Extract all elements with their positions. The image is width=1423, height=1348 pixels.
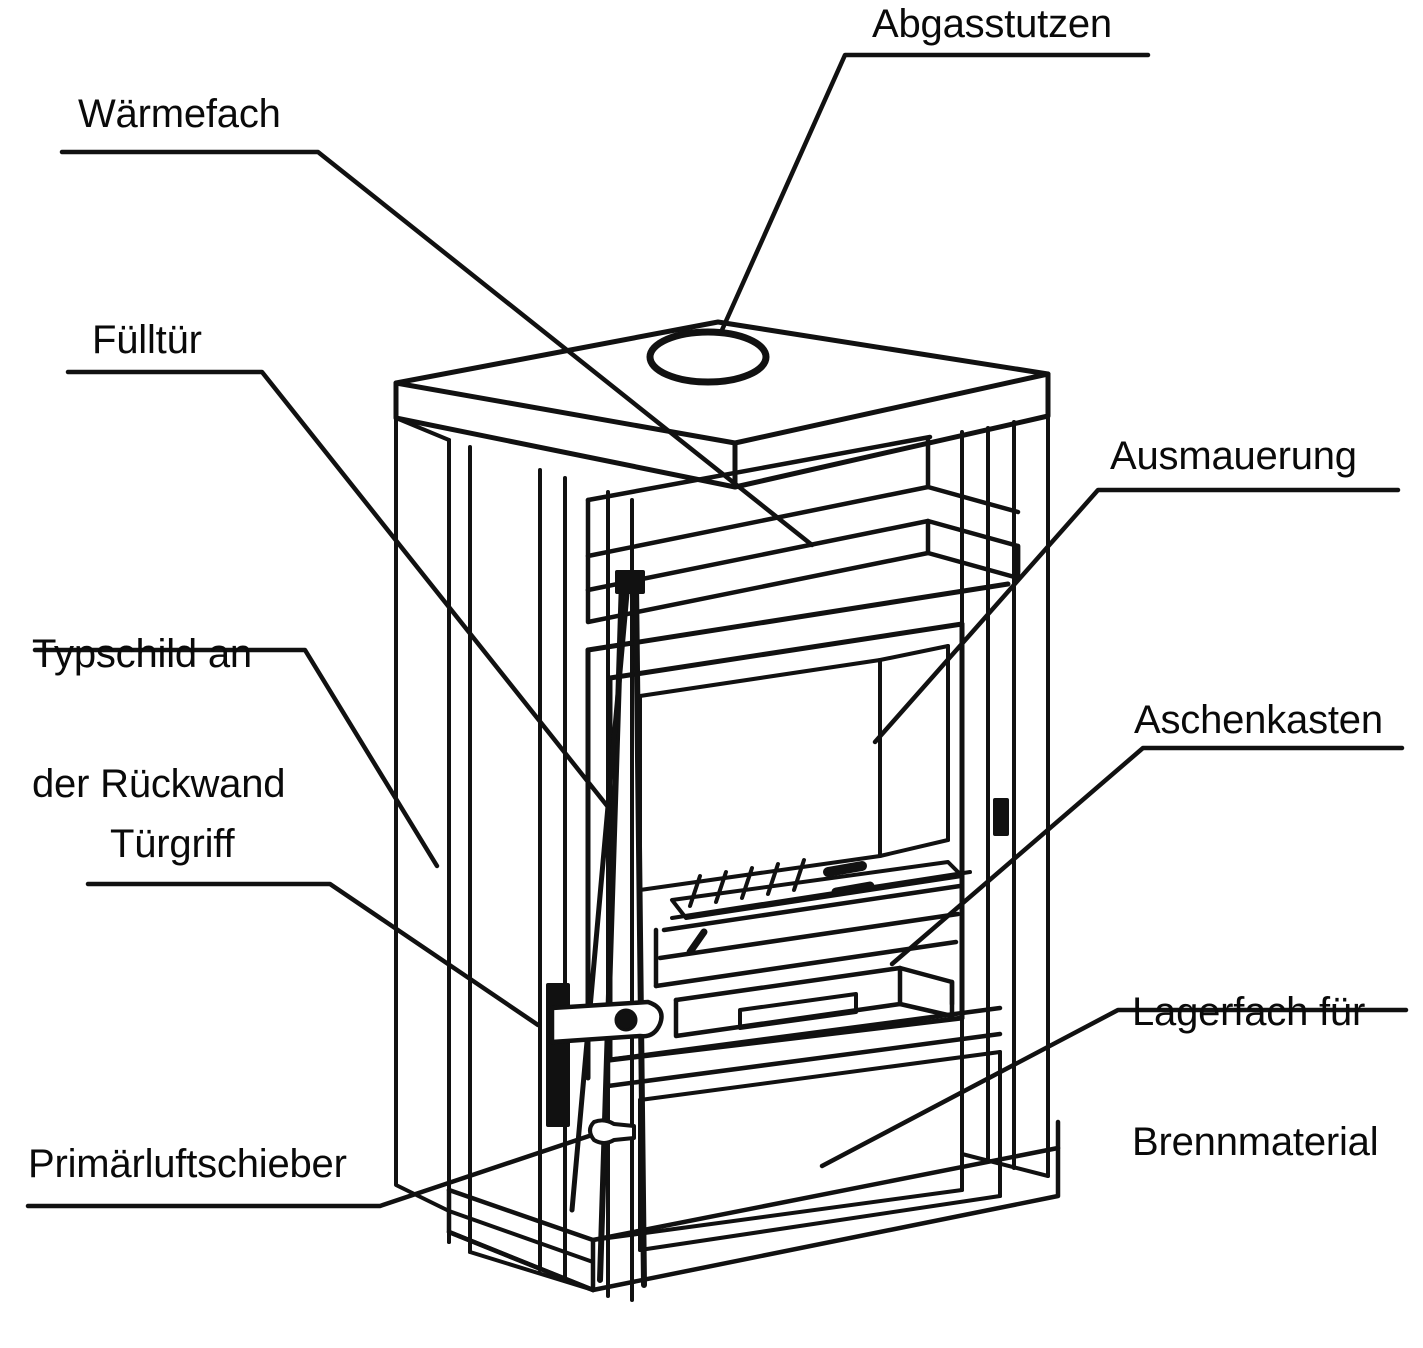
grate-bar-1 (688, 874, 702, 908)
log-piece-b (831, 881, 875, 897)
top-plate-right-edge (732, 371, 1051, 490)
divider-top (605, 1005, 1003, 1063)
plinth-right (590, 1145, 1061, 1293)
callout-label-fuelltuer: Fülltür (92, 318, 202, 362)
ash-shelf-plate-mid (657, 911, 961, 961)
divider-front (605, 1031, 1003, 1089)
leader-typschild (32, 647, 440, 869)
left-panel-outline (394, 416, 451, 1244)
callout-label-abgasstutzen: Abgasstutzen (872, 2, 1112, 46)
ash-box-right (897, 979, 955, 1019)
trim-line-a (468, 1250, 595, 1292)
leader-aschenkasten (889, 745, 1405, 967)
firebox-frame-top (607, 621, 965, 681)
ash-shelf (653, 883, 963, 989)
top-plate (393, 319, 1051, 490)
waermefach-top-back (585, 434, 933, 503)
log-piece-a (823, 861, 867, 877)
side-latch-detail (993, 798, 1009, 836)
flue-collar (646, 328, 770, 386)
leader-abgasstutzen (719, 52, 1151, 333)
leader-fuelltuer (65, 369, 615, 815)
callout-label-lagerfach: Lagerfach für Brennmaterial (1132, 905, 1379, 1251)
warming-compartment (585, 434, 1021, 625)
grate-front-bar (670, 870, 972, 920)
lining-right-wall-top (878, 644, 950, 662)
plinth-top (446, 1119, 1061, 1243)
waermefach-ceiling-line (585, 484, 1021, 593)
storage-floor-diag (591, 1188, 964, 1242)
ember-mark (686, 928, 708, 956)
ash-shelf-plate-top (661, 883, 963, 933)
callout-label-waermefach: Wärmefach (78, 92, 281, 136)
door-hardware (546, 570, 664, 1288)
door-stiles (538, 468, 634, 1302)
callout-label-primaerluftschieber: Primärluftschieber (28, 1142, 347, 1186)
waermefach-shelf-front (585, 518, 931, 625)
grate-bar-2 (714, 870, 728, 904)
handle-lever (549, 999, 664, 1045)
linkage-rod-b (633, 579, 647, 1288)
waermefach-shelf-right (925, 543, 1021, 581)
callout-label-lagerfach-line1: Lagerfach für (1132, 990, 1366, 1035)
firebox-lining (638, 644, 950, 892)
grate-surface (670, 860, 964, 920)
callout-label-tuergriff: Türgriff (110, 822, 235, 866)
left-panel-top-join (394, 416, 451, 442)
left-side-panel (394, 416, 472, 1254)
air-slider-knob (588, 1118, 636, 1145)
grate-and-fuel (670, 858, 972, 956)
leader-lines (25, 52, 1409, 1209)
right-frame-rails (960, 414, 1050, 1178)
callout-label-aschenkasten: Aschenkasten (1134, 698, 1383, 742)
callout-label-lagerfach-line2: Brennmaterial (1132, 1119, 1379, 1164)
rail-bottom-cap (960, 1152, 1050, 1178)
leader-primaerluftschieber (25, 1130, 601, 1209)
ash-shelf-plate-lower (653, 939, 959, 989)
hinge-block-top (615, 570, 645, 594)
linkage-rod-c (569, 579, 631, 1213)
storage-compartment (591, 1050, 1002, 1252)
firebox-frame-top-outer (585, 581, 1011, 653)
trim-line-b (447, 1209, 595, 1264)
grate-bar-4 (766, 862, 780, 896)
callout-label-ausmauerung: Ausmauerung (1110, 434, 1357, 478)
front-bottom-trim (447, 1209, 595, 1292)
leader-lagerfach (819, 1007, 1409, 1169)
leader-waermefach (59, 149, 815, 548)
grate-bar-5 (792, 858, 806, 892)
callout-label-typschild: Typschild an der Rückwand (32, 547, 285, 893)
lining-floor-right (878, 838, 950, 858)
storage-ceiling (638, 1050, 1002, 1102)
flue-collar-outer (646, 328, 770, 386)
lining-floor-back (638, 854, 882, 892)
handle-pivot-pin (614, 1008, 638, 1032)
plinth-left-edge (446, 1229, 596, 1293)
base-plinth (446, 1119, 1061, 1293)
storage-back-bottom (638, 1194, 1002, 1252)
ash-box-handle (738, 992, 858, 1030)
grate-bar-3 (740, 866, 754, 900)
callout-label-typschild-line1: Typschild an (32, 632, 252, 677)
callout-label-typschild-line2: der Rückwand (32, 761, 286, 806)
lining-back-top (638, 658, 882, 698)
